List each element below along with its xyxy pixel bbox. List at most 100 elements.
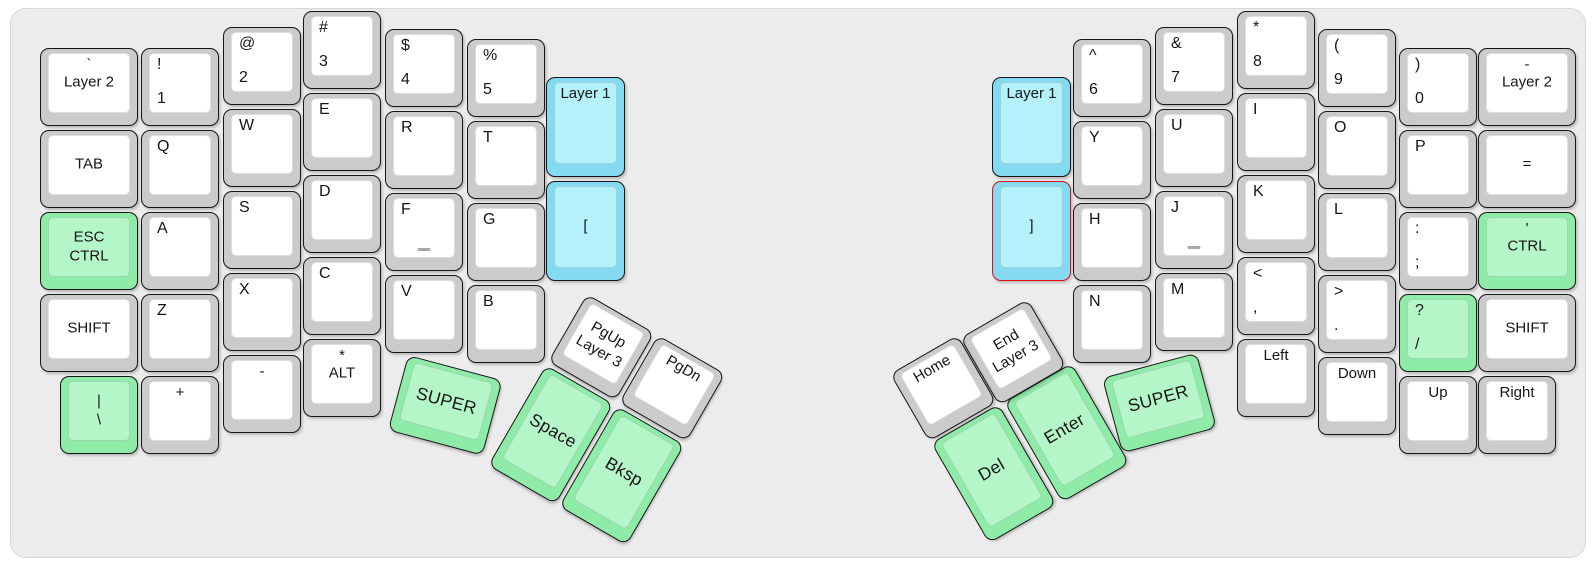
key-i[interactable]: I [1237, 93, 1315, 171]
keycap-top: H [1081, 208, 1143, 268]
key-paren-0[interactable]: )0 [1399, 48, 1477, 126]
keycap-top: = [1486, 135, 1568, 195]
key-quote-ctrl[interactable]: 'CTRL [1478, 212, 1576, 290]
key-r[interactable]: R [385, 111, 463, 189]
key-caret-6[interactable]: ^6 [1073, 39, 1151, 117]
key-p[interactable]: P [1399, 130, 1477, 208]
key-up[interactable]: Up [1399, 376, 1477, 454]
key-pipe-backslash[interactable]: | \ [60, 376, 138, 454]
key-label: : [1415, 220, 1420, 237]
keycap-top: Layer 1 [1000, 82, 1063, 164]
key-label: ] [1029, 217, 1034, 235]
key-dollar-4[interactable]: $4 [385, 29, 463, 107]
key-shift-right[interactable]: SHIFT [1478, 294, 1576, 372]
key-paren-9[interactable]: (9 [1318, 29, 1396, 107]
key-label: E [319, 101, 330, 118]
key-layer1-left[interactable]: Layer 1 [546, 77, 625, 177]
key-u[interactable]: U [1155, 109, 1233, 187]
key-m[interactable]: M [1155, 273, 1233, 351]
key-z[interactable]: Z [141, 294, 219, 372]
key-label: T [483, 129, 493, 146]
key-label: M [1171, 281, 1185, 298]
key-plus[interactable]: + [141, 376, 219, 454]
key-k[interactable]: K [1237, 175, 1315, 253]
key-s[interactable]: S [223, 191, 301, 269]
key-colon-semi[interactable]: :; [1399, 212, 1477, 290]
homing-bar [1187, 246, 1201, 249]
key-lt-comma[interactable]: <, [1237, 257, 1315, 335]
key-label: Down [1337, 365, 1377, 382]
homing-bar [417, 248, 431, 251]
key-amp-7[interactable]: &7 [1155, 27, 1233, 105]
key-minus[interactable]: - [223, 355, 301, 433]
key-at-2[interactable]: @2 [223, 27, 301, 105]
key-e[interactable]: E [303, 93, 381, 171]
keycap-top: :; [1407, 217, 1469, 277]
key-label: ALT [328, 364, 356, 382]
key-x[interactable]: X [223, 273, 301, 351]
key-h[interactable]: H [1073, 203, 1151, 281]
key-a[interactable]: A [141, 212, 219, 290]
key-label: Layer 1 [1006, 85, 1057, 102]
key-percent-5[interactable]: %5 [467, 39, 545, 117]
key-right[interactable]: Right [1478, 376, 1556, 454]
keycap-top: *ALT [311, 344, 373, 404]
key-n[interactable]: N [1073, 285, 1151, 363]
key-excl-1[interactable]: !1 [141, 48, 219, 126]
key-y[interactable]: Y [1073, 121, 1151, 199]
key-label: O [1334, 119, 1347, 136]
keycap-top: -Layer 2 [1486, 53, 1568, 113]
key-hash-3[interactable]: #3 [303, 11, 381, 89]
key-c[interactable]: C [303, 257, 381, 335]
key-v[interactable]: V [385, 275, 463, 353]
key-gt-period[interactable]: >. [1318, 275, 1396, 353]
key-label: > [1334, 283, 1344, 300]
key-label: = [1522, 155, 1532, 173]
key-minus-layer2[interactable]: -Layer 2 [1478, 48, 1576, 126]
key-layer2-left[interactable]: `Layer 2 [40, 48, 138, 126]
key-l[interactable]: L [1318, 193, 1396, 271]
key-layer1-right[interactable]: Layer 1 [992, 77, 1071, 177]
key-rbracket[interactable]: ] [992, 181, 1071, 281]
key-t[interactable]: T [467, 121, 545, 199]
keycap-top: O [1326, 116, 1388, 176]
key-label: 2 [239, 69, 248, 86]
key-label: V [401, 283, 412, 300]
key-label: X [239, 281, 250, 298]
keycap-top: `Layer 2 [48, 53, 130, 113]
key-o[interactable]: O [1318, 111, 1396, 189]
keycap-top: M [1163, 278, 1225, 338]
key-down[interactable]: Down [1318, 357, 1396, 435]
key-star-alt[interactable]: *ALT [303, 339, 381, 417]
keycap-top: >. [1326, 280, 1388, 340]
key-label: ` [86, 56, 92, 73]
keycap-top: S [231, 196, 293, 256]
key-label: 3 [319, 53, 328, 70]
key-b[interactable]: B [467, 285, 545, 363]
key-esc-ctrl[interactable]: ESC CTRL [40, 212, 138, 290]
key-label: + [175, 384, 185, 401]
key-label: . [1334, 317, 1339, 334]
key-label: ? [1415, 302, 1424, 319]
keycap-top: !1 [149, 53, 211, 113]
keycap-top: SUPER [1111, 359, 1206, 439]
key-q[interactable]: Q [141, 130, 219, 208]
key-equals[interactable]: = [1478, 130, 1576, 208]
key-j[interactable]: J [1155, 191, 1233, 269]
key-d[interactable]: D [303, 175, 381, 253]
key-star-8[interactable]: *8 [1237, 11, 1315, 89]
key-label: Up [1428, 384, 1448, 401]
key-tab[interactable]: TAB [40, 130, 138, 208]
keycap-top: E [311, 98, 373, 158]
key-shift-left[interactable]: SHIFT [40, 294, 138, 372]
key-lbracket[interactable]: [ [546, 181, 625, 281]
key-w[interactable]: W [223, 109, 301, 187]
key-left[interactable]: Left [1237, 339, 1315, 417]
key-question-slash[interactable]: ?/ [1399, 294, 1477, 372]
key-f[interactable]: F [385, 193, 463, 271]
key-label: PgUp Layer 3 [573, 318, 629, 372]
key-label: H [1089, 211, 1101, 228]
key-g[interactable]: G [467, 203, 545, 281]
key-label: G [483, 211, 496, 228]
key-label: , [1253, 299, 1258, 316]
